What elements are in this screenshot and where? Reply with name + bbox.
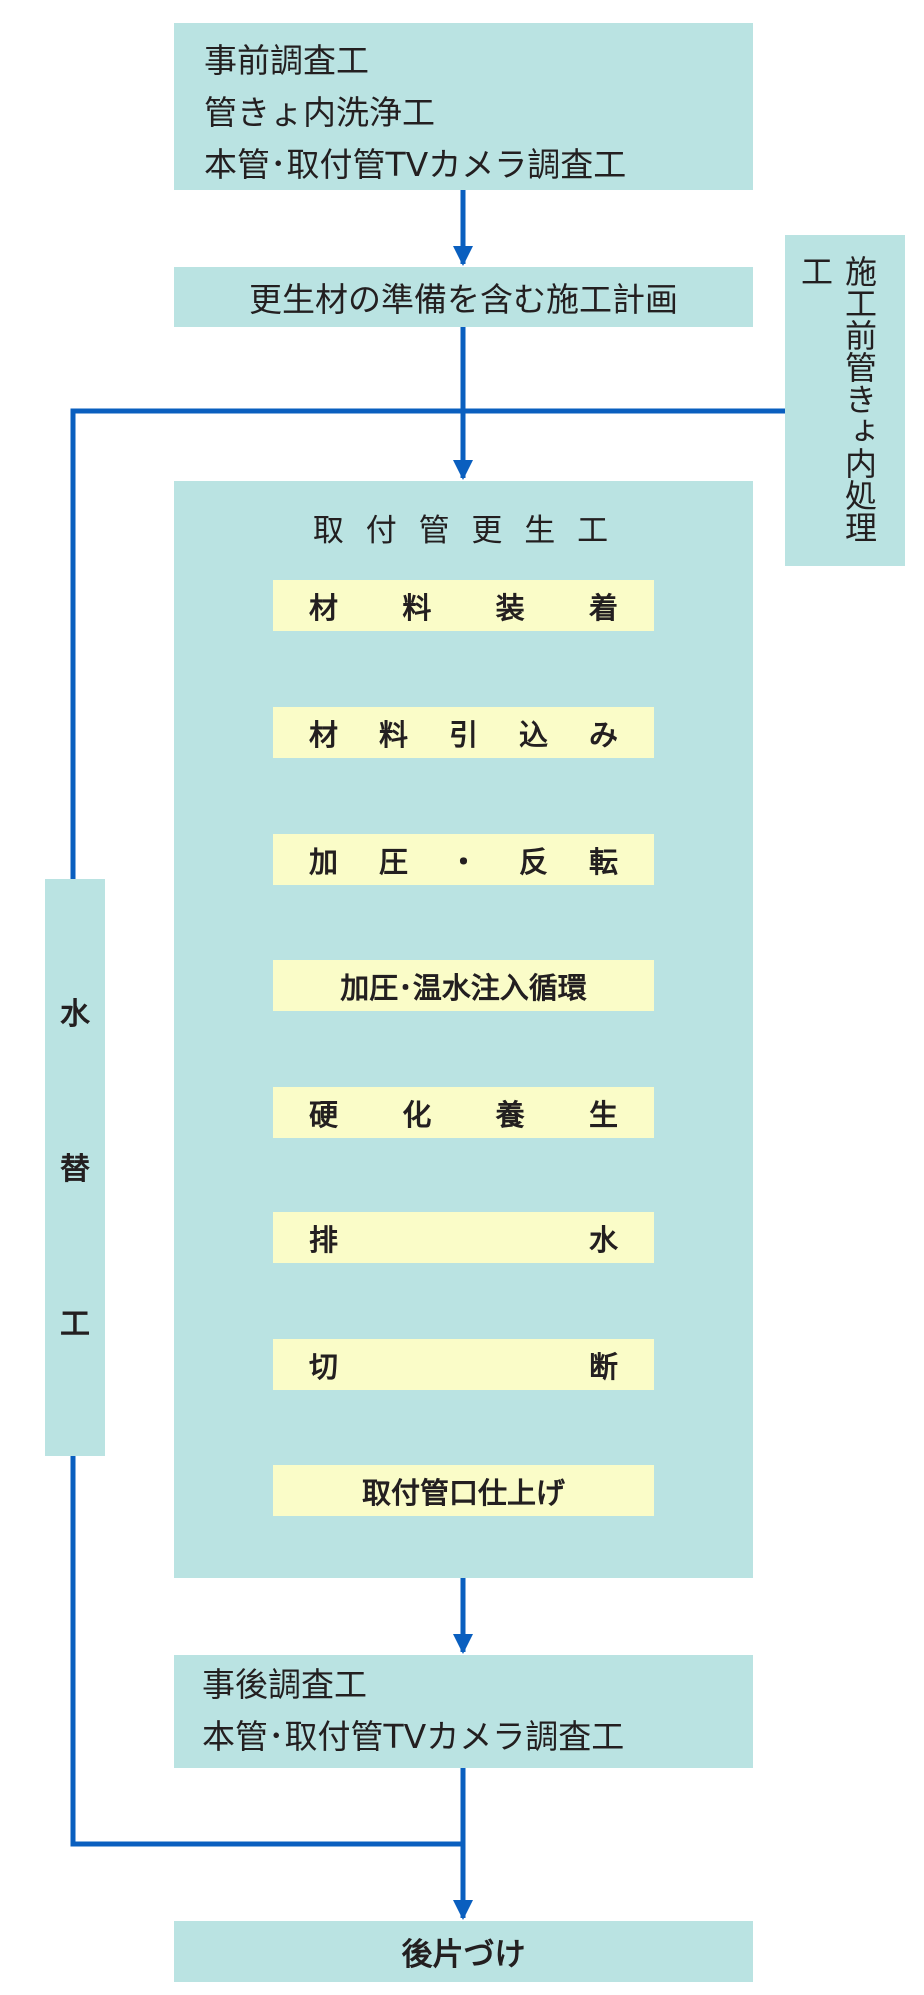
step-char: 料 — [378, 717, 408, 752]
step-curing: 硬化養生 — [273, 1087, 654, 1138]
step-char: 水 — [588, 1222, 618, 1257]
water-diversion-char: 替 — [60, 1152, 90, 1187]
post-survey-line: 事後調査工 — [202, 1665, 367, 1704]
step-material-pull-in: 材料引込み — [273, 707, 654, 758]
step-char: 切 — [309, 1349, 339, 1384]
water-diversion-char: 工 — [60, 1307, 90, 1342]
pre-treatment-label: 施工前管きょ内処理工 — [796, 255, 878, 543]
step-pressurize-invert: 加 圧 ・ 反 転 — [273, 834, 654, 885]
cleanup-box: 後片づけ — [174, 1921, 753, 1982]
step-char: 断 — [588, 1349, 618, 1384]
step-cut: 切断 — [273, 1339, 654, 1390]
step-char: 転 — [588, 844, 618, 879]
pre-survey-line: 本管･取付管TVカメラ調査工 — [204, 145, 627, 184]
step-char: 生 — [588, 1097, 618, 1132]
plan-box: 更生材の準備を含む施工計画 — [174, 267, 753, 327]
step-char: 材 — [309, 590, 339, 625]
pre-survey-box: 事前調査工 管きょ内洗浄工 本管･取付管TVカメラ調査工 — [174, 23, 753, 190]
step-char: 込 — [518, 717, 548, 752]
step-char: 排 — [309, 1222, 339, 1257]
step-char: 養 — [495, 1097, 525, 1132]
step-char: 装 — [495, 590, 525, 625]
step-char: 材 — [309, 717, 339, 752]
step-material-mounting: 材料装着 — [273, 580, 654, 631]
step-char: 硬 — [309, 1097, 339, 1132]
post-survey-line: 本管･取付管TVカメラ調査工 — [202, 1717, 625, 1756]
step-char: み — [588, 717, 618, 752]
step-char: 引 — [448, 717, 478, 752]
water-diversion-box: 水 替 工 — [45, 879, 105, 1456]
rehab-box: 取 付 管 更 生 工 — [174, 481, 753, 1578]
step-char: ・ — [448, 844, 478, 879]
step-char: 圧 — [378, 844, 408, 879]
step-drain: 排水 — [273, 1212, 654, 1263]
rehab-title: 取 付 管 更 生 工 — [312, 513, 615, 549]
step-hot-water-circulation: 加圧･温水注入循環 — [273, 960, 654, 1011]
pre-survey-line: 事前調査工 — [204, 41, 369, 80]
step-char: 反 — [518, 844, 548, 879]
step-char: 料 — [402, 590, 432, 625]
water-diversion-char: 水 — [60, 997, 90, 1032]
branch-line-left — [70, 408, 463, 879]
water-diversion-return — [70, 1456, 463, 1847]
step-char: 化 — [402, 1097, 432, 1132]
pre-treatment-box: 施工前管きょ内処理工 — [785, 235, 905, 566]
pre-survey-line: 管きょ内洗浄工 — [204, 93, 435, 132]
step-finish-opening: 取付管口仕上げ — [273, 1465, 654, 1516]
step-char: 着 — [588, 590, 618, 625]
plan-label: 更生材の準備を含む施工計画 — [249, 280, 678, 319]
cleanup-label: 後片づけ — [401, 1937, 526, 1973]
post-survey-box: 事後調査工 本管･取付管TVカメラ調査工 — [174, 1655, 753, 1768]
step-char: 加 — [309, 844, 339, 879]
